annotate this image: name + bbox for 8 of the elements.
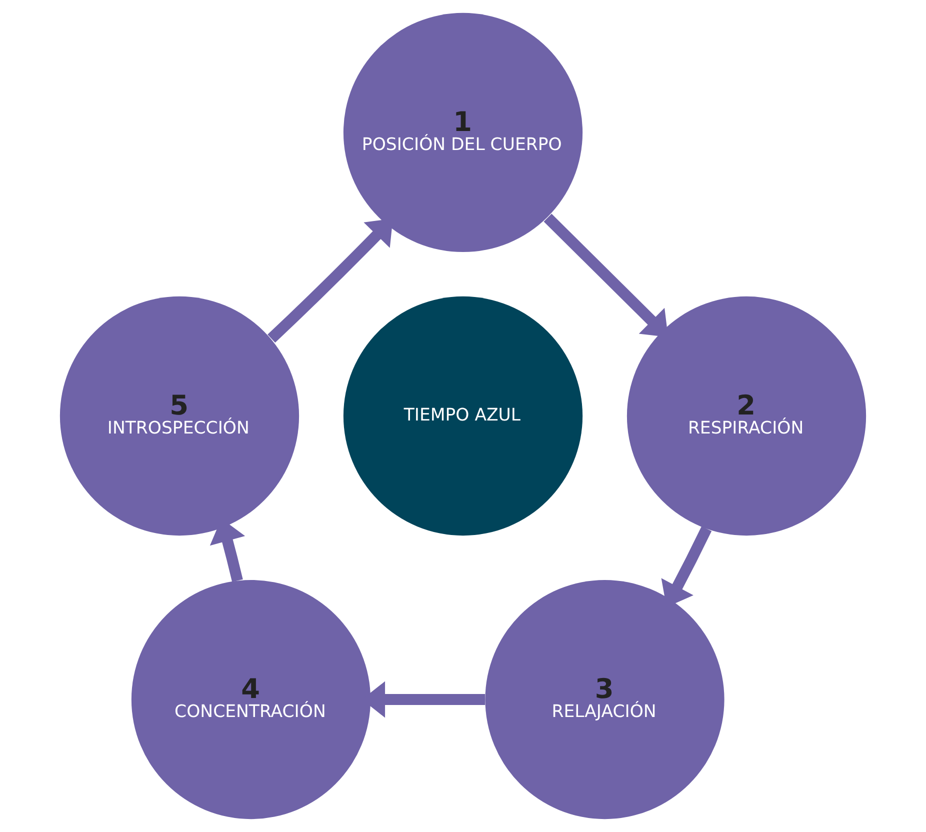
- node-circle: 3 RELAJACIÓN: [485, 580, 724, 820]
- node-circle: 5 INTROSPECCIÓN: [60, 296, 300, 536]
- arrow: [544, 214, 668, 338]
- node-circle: 4 CONCENTRACIÓN: [131, 580, 371, 820]
- node-circle: 2 RESPIRACIÓN: [626, 296, 866, 536]
- node-circle: TIEMPO AZUL: [343, 296, 583, 536]
- node-circle: 1 POSICIÓN DEL CUERPO: [343, 12, 583, 252]
- arrow: [268, 218, 393, 343]
